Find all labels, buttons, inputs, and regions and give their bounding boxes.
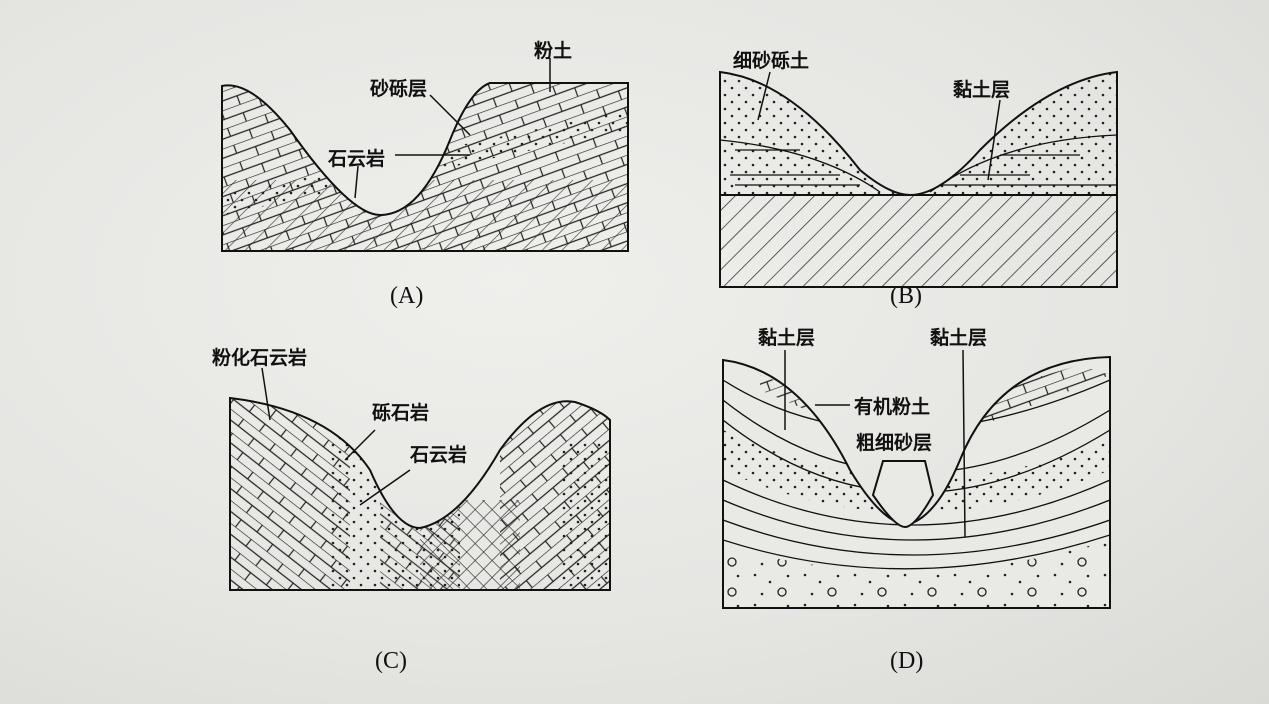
caption-d: (D): [890, 648, 924, 674]
label-clay-right: 黏土层: [930, 327, 988, 349]
caption-b: (B): [890, 283, 922, 309]
diagram-d: [722, 349, 1111, 609]
diagram-b: [719, 70, 1118, 288]
label-organic-silt: 有机粉土: [854, 396, 931, 418]
label-clay-left: 黏土层: [758, 327, 816, 349]
label-conglomerate: 砾石岩: [372, 402, 430, 424]
label-dolomite-a: 石云岩: [328, 148, 386, 170]
label-powdered-dolomite: 粉化石云岩: [212, 347, 308, 369]
label-clay-b: 黏土层: [953, 79, 1011, 101]
caption-c: (C): [375, 648, 407, 674]
label-dolomite-c: 石云岩: [410, 444, 468, 466]
label-sand-layer: 粗细砂层: [856, 432, 933, 454]
label-gravel-layer: 砂砾层: [370, 78, 428, 100]
label-silt: 粉土: [534, 40, 573, 62]
caption-a: (A): [390, 283, 424, 309]
label-fine-gravel-soil: 细砂砾土: [733, 50, 810, 72]
